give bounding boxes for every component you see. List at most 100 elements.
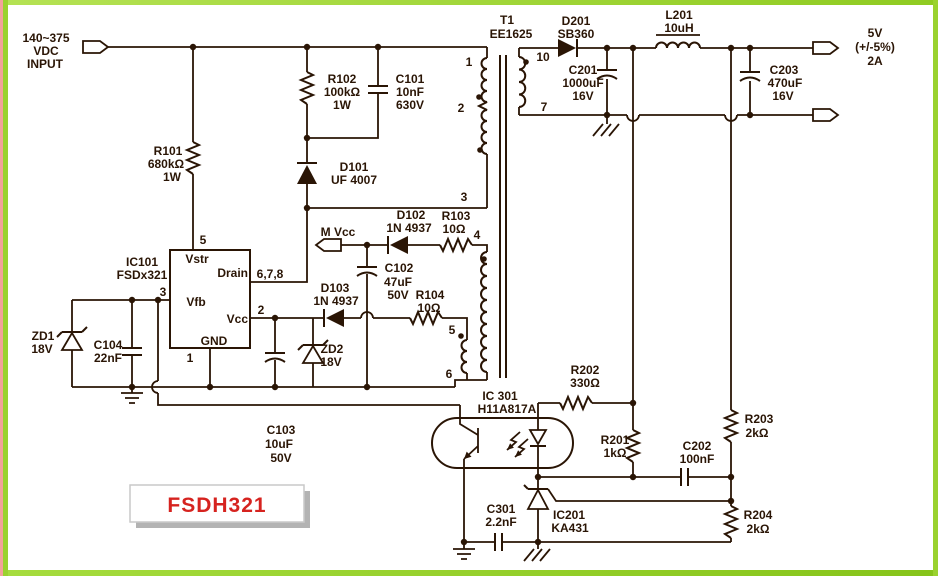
r202-value: 330Ω: [570, 376, 600, 390]
d201-label: D201: [562, 14, 591, 28]
zd1-value: 18V: [31, 342, 52, 356]
transformer-core: [499, 55, 507, 378]
c101-label: C101: [396, 72, 425, 86]
ic301-body: [431, 417, 574, 469]
zd2-value: 18V: [320, 355, 341, 369]
r102-resistor: [298, 71, 316, 105]
r103-value: 10Ω: [443, 222, 466, 236]
ic101-pin1-number: 1: [187, 351, 194, 365]
r104-value: 10Ω: [418, 301, 441, 315]
c101-value: 10nF: [396, 85, 424, 99]
ic101-pin3-number: 3: [160, 285, 167, 299]
ic101-body: [169, 249, 251, 349]
d101-label: D101: [340, 160, 369, 174]
border-bottom: [0, 570, 938, 576]
c203-capacitor: [739, 71, 761, 82]
ic101-pin2-number: 2: [258, 303, 265, 317]
c104-label: C104: [94, 338, 123, 352]
d102-label: D102: [397, 208, 426, 222]
t1-pin1: 1: [466, 55, 473, 69]
input-label: VDC: [33, 44, 59, 58]
c203-label: C203: [770, 63, 799, 77]
r101-resistor: [184, 141, 202, 175]
ground-ka431-icon: [523, 542, 551, 562]
secondary-wires: [463, 34, 813, 543]
r201-resistor: [624, 429, 642, 463]
t1-pin4: 4: [474, 228, 481, 242]
ic101-pin678-number: 6,7,8: [257, 267, 284, 281]
d103-diode: [323, 309, 344, 327]
c201-voltage: 16V: [572, 89, 593, 103]
mvcc-terminal: [314, 238, 342, 252]
wire-hops-primary: [151, 311, 374, 394]
d101-diode: [297, 162, 317, 184]
t1-pin7: 7: [541, 100, 548, 114]
border-right: [933, 0, 938, 576]
aux-winding-b: [460, 339, 468, 374]
ic101-pin-vcc: Vcc: [227, 312, 249, 326]
wire-hops-secondary: [626, 114, 738, 122]
junction-dots: [128, 43, 754, 546]
r104-label: R104: [416, 288, 445, 302]
r104-resistor: [409, 309, 443, 327]
d102-diode: [387, 236, 408, 254]
r103-label: R103: [442, 209, 471, 223]
phototransistor: [459, 405, 479, 460]
input-terminal: [82, 40, 110, 54]
part-number-badge: FSDH321: [129, 484, 310, 528]
c201-capacitor: [596, 69, 618, 80]
ic101-part: FSDx321: [117, 268, 168, 282]
polarity-dots: [458, 59, 529, 339]
zd1-zener: [56, 326, 88, 351]
ic101-pin5-number: 5: [200, 233, 207, 247]
output-label: 5V: [868, 26, 883, 40]
c103-voltage: 50V: [270, 451, 291, 465]
border-left-green: [3, 0, 8, 576]
ic301-part: H11A817A: [478, 402, 537, 416]
r201-label: R201: [601, 433, 630, 447]
t1-pin10: 10: [536, 50, 550, 64]
badge-label: FSDH321: [167, 494, 266, 517]
zd2-label: ZD2: [321, 342, 344, 356]
r203-resistor: [722, 409, 740, 443]
l201-value: 10uH: [664, 21, 693, 35]
l201-inductor: [655, 41, 701, 49]
r203-label: R203: [745, 412, 774, 426]
c202-label: C202: [683, 439, 712, 453]
r204-value: 2kΩ: [747, 522, 770, 536]
border-left-pink: [0, 0, 3, 576]
phototransistor-emitter-arrow: [464, 451, 472, 459]
ic301-label: IC 301: [482, 389, 518, 403]
ground-opto-icon: [453, 542, 475, 560]
c103-capacitor: [264, 352, 286, 363]
d102-value: 1N 4937: [386, 221, 432, 235]
c301-capacitor: [494, 533, 503, 551]
primary-wires: [71, 46, 488, 406]
c102-value: 47uF: [384, 275, 412, 289]
ic101-label: IC101: [126, 255, 158, 269]
t1-transformer: [458, 55, 529, 378]
c202-capacitor: [680, 468, 689, 486]
ic101-pin-vfb: Vfb: [186, 295, 205, 309]
r101-value: 680kΩ: [148, 157, 185, 171]
input-label: 140~375: [22, 31, 69, 45]
ic201-part: KA431: [551, 521, 589, 535]
ic201-label: IC201: [553, 508, 585, 522]
r103-resistor: [439, 236, 473, 254]
r203-value: 2kΩ: [746, 426, 769, 440]
r201-value: 1kΩ: [604, 446, 627, 460]
d201-diode: [558, 39, 578, 57]
t1-pin3: 3: [461, 190, 468, 204]
ic101-pin-vstr: Vstr: [185, 252, 209, 266]
light-arrows-icon: [506, 431, 529, 458]
c102-label: C102: [385, 261, 414, 275]
led: [528, 429, 548, 447]
ground-secondary-icon: [592, 123, 620, 137]
r204-label: R204: [744, 508, 773, 522]
primary-winding: [476, 57, 488, 155]
r204-resistor: [722, 505, 740, 539]
output-tolerance: (+/-5%): [855, 40, 895, 54]
c101-voltage: 630V: [396, 98, 424, 112]
